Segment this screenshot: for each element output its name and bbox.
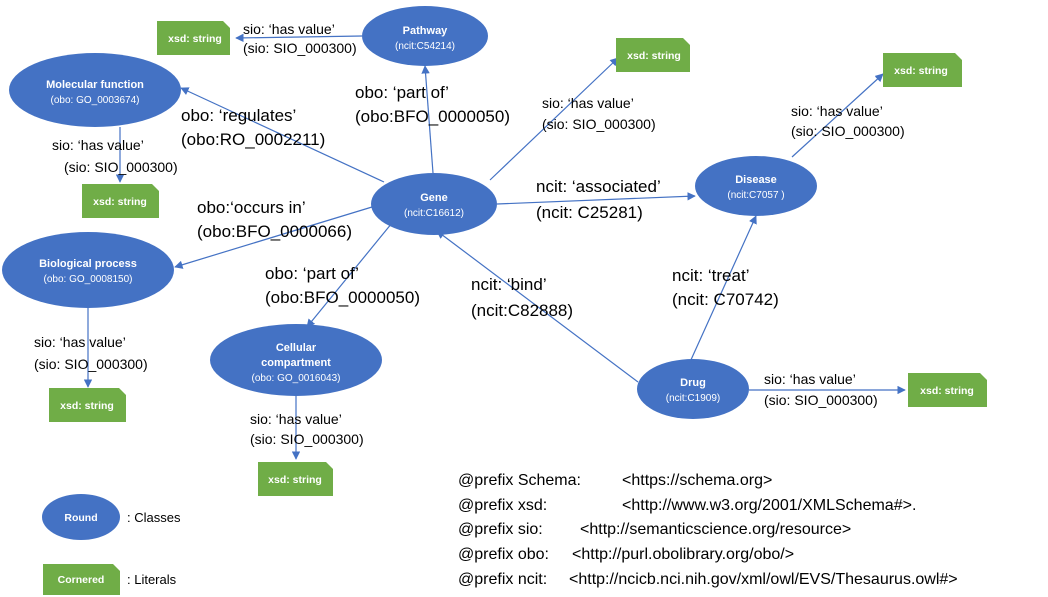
drug-title: Drug [680,377,706,389]
class-node-disease[interactable]: Disease (ncit:C7057 ) [695,156,817,216]
legend-round-desc: : Classes [127,510,181,525]
prefix-uri-xsd: <http://www.w3.org/2001/XMLSchema#>. [622,497,916,514]
occurs-in-label-1: obo:‘occurs in’ [197,198,306,217]
edge-gene-biological-process [174,206,373,269]
disease-value-label-1: sio: ‘has value’ [791,103,883,119]
literal-node-pathway[interactable]: xsd: string [157,21,230,55]
legend-round-label: Round [64,512,97,524]
prefix-uri-sio: <http://semanticscience.org/resource> [580,521,851,538]
literal-text: xsd: string [627,50,681,62]
edge-gene-cellular-compartment [306,222,393,328]
edge-disease-literal [791,73,884,158]
associated-label-1: ncit: ‘associated’ [536,177,661,196]
regulates-label-1: obo: ‘regulates’ [181,106,296,125]
biological-process-title: Biological process [39,258,137,270]
part-of-pathway-label-2: (obo:BFO_0000050) [355,107,510,126]
cellular-compartment-id: (obo: GO_0016043) [252,373,341,384]
gene-id: (ncit:C16612) [404,208,464,219]
literal-text: xsd: string [894,65,948,77]
pathway-value-label-1: sio: ‘has value’ [243,21,335,37]
literal-text: xsd: string [268,474,322,486]
molecular-function-id: (obo: GO_0003674) [51,95,140,106]
cc-value-label-1: sio: ‘has value’ [250,411,342,427]
molecular-function-title: Molecular function [46,79,144,91]
literal-node-disease[interactable]: xsd: string [883,53,962,87]
cellular-compartment-title-1: Cellular [276,342,317,354]
prefix-uri-obo: <http://purl.obolibrary.org/obo/> [572,546,794,563]
disease-title: Disease [735,174,777,186]
class-node-gene[interactable]: Gene (ncit:C16612) [371,173,497,235]
literal-text: xsd: string [93,196,147,208]
disease-id: (ncit:C7057 ) [727,190,784,201]
literal-node-molecular-function[interactable]: xsd: string [82,184,159,218]
literal-node-drug[interactable]: xsd: string [908,373,987,407]
prefix-name-obo: @prefix obo: [458,546,549,563]
class-node-drug[interactable]: Drug (ncit:C1909) [637,359,749,419]
literal-text: xsd: string [60,400,114,412]
biological-process-id: (obo: GO_0008150) [44,274,133,285]
part-of-cc-label-1: obo: ‘part of’ [265,264,359,283]
literal-node-biological-process[interactable]: xsd: string [49,388,126,422]
gene-title: Gene [420,192,448,204]
literal-text: xsd: string [920,385,974,397]
drug-id: (ncit:C1909) [666,393,720,404]
pathway-id: (ncit:C54214) [395,41,455,52]
disease-value-label-2: (sio: SIO_000300) [791,123,905,139]
part-of-cc-label-2: (obo:BFO_0000050) [265,288,420,307]
prefix-name-xsd: @prefix xsd: [458,497,547,514]
pathway-title: Pathway [403,25,449,37]
regulates-label-2: (obo:RO_0002211) [181,130,325,149]
edge-pathway-literal [235,33,363,43]
treat-label-2: (ncit: C70742) [672,290,779,309]
legend-round-swatch: Round [42,494,120,540]
legend-cornered-desc: : Literals [127,572,177,587]
pathway-value-label-2: (sio: SIO_000300) [243,40,357,56]
class-node-pathway[interactable]: Pathway (ncit:C54214) [362,6,488,66]
legend: Round : Classes Cornered : Literals [42,494,181,595]
bp-value-label-1: sio: ‘has value’ [34,334,126,350]
prefix-name-ncit: @prefix ncit: [458,571,547,588]
edge-labels: sio: ‘has value’ (sio: SIO_000300) sio: … [34,21,905,447]
associated-label-2: (ncit: C25281) [536,203,643,222]
part-of-pathway-label-1: obo: ‘part of’ [355,83,449,102]
cellular-compartment-title-2: compartment [261,357,331,369]
literal-text: xsd: string [168,33,222,45]
mf-value-label-2: (sio: SIO_000300) [64,159,178,175]
drug-value-label-2: (sio: SIO_000300) [764,392,878,408]
edge-drug-gene [436,230,639,383]
occurs-in-label-2: (obo:BFO_0000066) [197,222,352,241]
edge-gene-disease [496,192,696,205]
edge-gene-pathway [421,65,434,174]
class-node-biological-process[interactable]: Biological process (obo: GO_0008150) [2,232,174,308]
class-node-molecular-function[interactable]: Molecular function (obo: GO_0003674) [9,53,181,127]
literal-node-gene[interactable]: xsd: string [616,38,690,72]
edge-gene-molecular-function [180,87,385,183]
literal-node-cellular-compartment[interactable]: xsd: string [258,462,333,496]
edge-drug-disease [689,215,757,363]
edge-gene-literal [489,57,619,181]
mf-value-label-1: sio: ‘has value’ [52,137,144,153]
bind-label-2: (ncit:C82888) [471,301,573,320]
cc-value-label-2: (sio: SIO_000300) [250,431,364,447]
prefix-uri-schema: <https://schema.org> [622,472,772,489]
bp-value-label-2: (sio: SIO_000300) [34,356,148,372]
prefix-list: @prefix Schema: <https://schema.org> @pr… [458,472,958,588]
prefix-name-schema: @prefix Schema: [458,472,581,489]
prefix-uri-ncit: <http://ncicb.nci.nih.gov/xml/owl/EVS/Th… [569,571,958,588]
treat-label-1: ncit: ‘treat’ [672,266,749,285]
bind-label-1: ncit: ‘bind’ [471,275,547,294]
gene-value-label-2: (sio: SIO_000300) [542,116,656,132]
class-node-cellular-compartment[interactable]: Cellular compartment (obo: GO_0016043) [210,324,382,396]
drug-value-label-1: sio: ‘has value’ [764,371,856,387]
edges [83,33,906,460]
gene-value-label-1: sio: ‘has value’ [542,95,634,111]
legend-cornered-label: Cornered [58,574,105,586]
prefix-name-sio: @prefix sio: [458,521,543,538]
legend-cornered-swatch: Cornered [43,564,120,595]
